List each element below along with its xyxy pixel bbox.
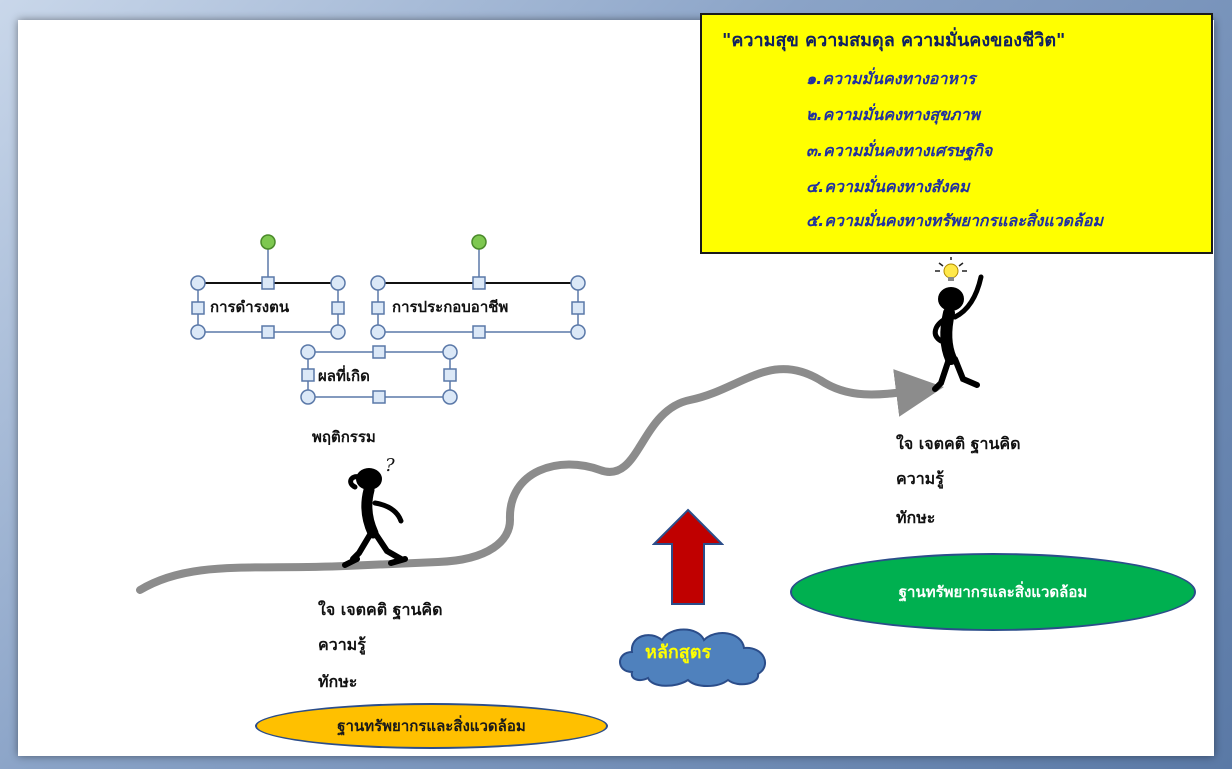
question-figure-icon: ?	[342, 455, 408, 568]
livelihood-textbox[interactable]: การดำรงตน	[210, 298, 290, 316]
svg-text:?: ?	[385, 455, 395, 476]
goal-title: "ความสุข ความสมดุล ความมั่นคงของชีวิต"	[722, 30, 1066, 51]
goal-item-1: ๑.ความมั่นคงทางอาหาร	[806, 69, 976, 88]
goal-item-4: ๔.ความมั่นคงทางสังคม	[806, 177, 970, 196]
curriculum-label: หลักสูตร	[645, 642, 712, 663]
behavior-label: พฤติกรรม	[312, 428, 376, 446]
left-traits-line2: ความรู้	[318, 635, 366, 654]
occupation-textbox[interactable]: การประกอบอาชีพ	[392, 298, 509, 316]
goal-item-5: ๕.ความมั่นคงทางทรัพยากรและสิ่งแวดล้อม	[806, 211, 1104, 230]
lightbulb-figure-icon	[932, 257, 984, 392]
left-traits-line1: ใจ เจตคติ ฐานคิด	[318, 600, 443, 619]
goal-item-3: ๓.ความมั่นคงทางเศรษฐกิจ	[806, 141, 993, 160]
right-traits-line3: ทักษะ	[896, 508, 936, 527]
outcome-textbox[interactable]: ผลที่เกิด	[318, 367, 370, 385]
goal-item-2: ๒.ความมั่นคงทางสุขภาพ	[806, 105, 980, 124]
left-traits-line3: ทักษะ	[318, 672, 358, 691]
right-resource-base: ฐานทรัพยากรและสิ่งแวดล้อม	[790, 553, 1196, 631]
red-up-arrow-icon	[652, 508, 724, 605]
right-traits-line1: ใจ เจตคติ ฐานคิด	[896, 434, 1021, 453]
curriculum-cloud-icon	[619, 628, 766, 687]
goal-box: "ความสุข ความสมดุล ความมั่นคงของชีวิต" ๑…	[700, 13, 1213, 254]
right-traits-line2: ความรู้	[896, 469, 944, 488]
left-resource-base: ฐานทรัพยากรและสิ่งแวดล้อม	[255, 703, 608, 749]
